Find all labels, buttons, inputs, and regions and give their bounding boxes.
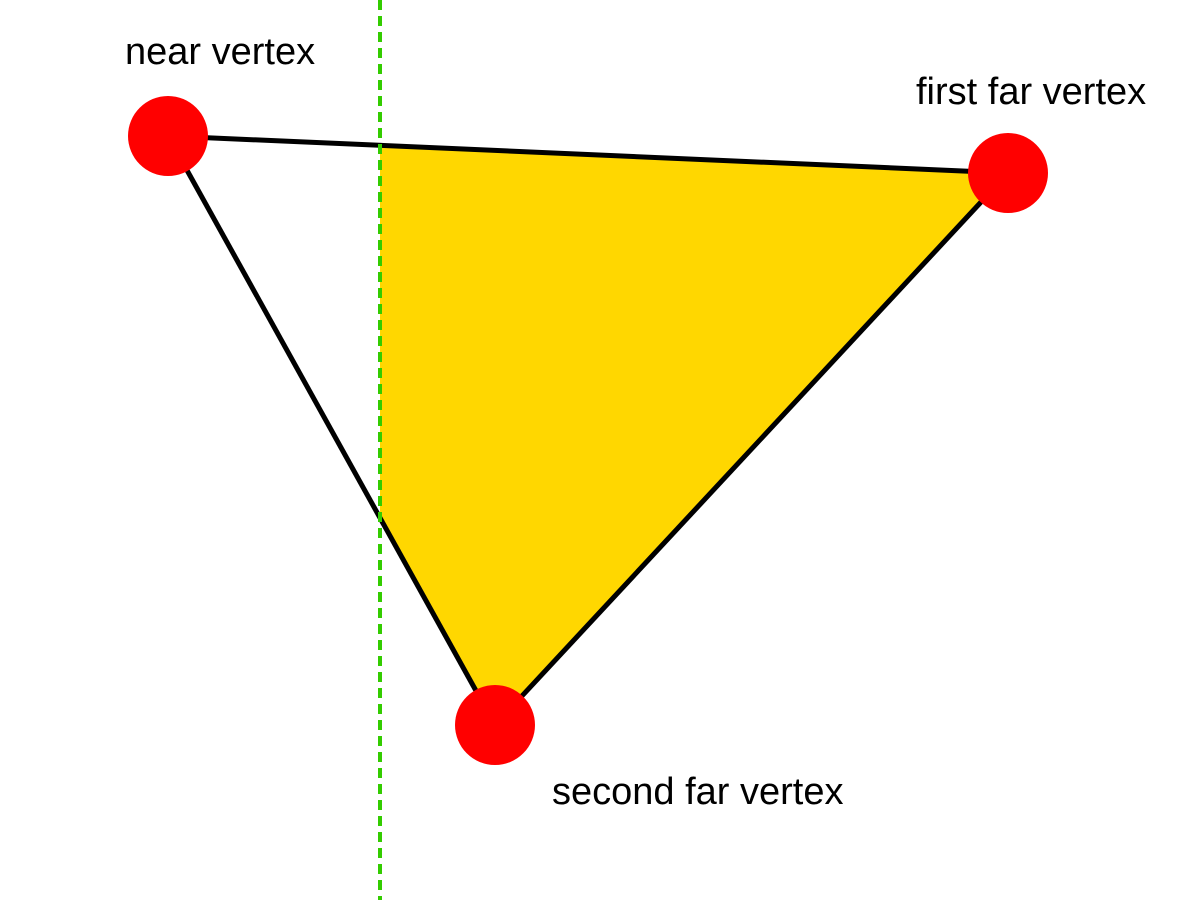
edge-first-far-to-second-far <box>493 171 1010 727</box>
near-vertex-label: near vertex <box>125 31 315 73</box>
edge-near-to-first-far <box>167 133 1009 176</box>
second-far-vertex-label: second far vertex <box>552 771 843 813</box>
edge-second-far-to-near <box>165 134 498 727</box>
near-vertex-marker <box>128 96 208 176</box>
second-far-vertex-marker <box>455 685 535 765</box>
clipped-region <box>380 146 1008 725</box>
first-far-vertex-label: first far vertex <box>916 71 1146 113</box>
first-far-vertex-marker <box>968 133 1048 213</box>
